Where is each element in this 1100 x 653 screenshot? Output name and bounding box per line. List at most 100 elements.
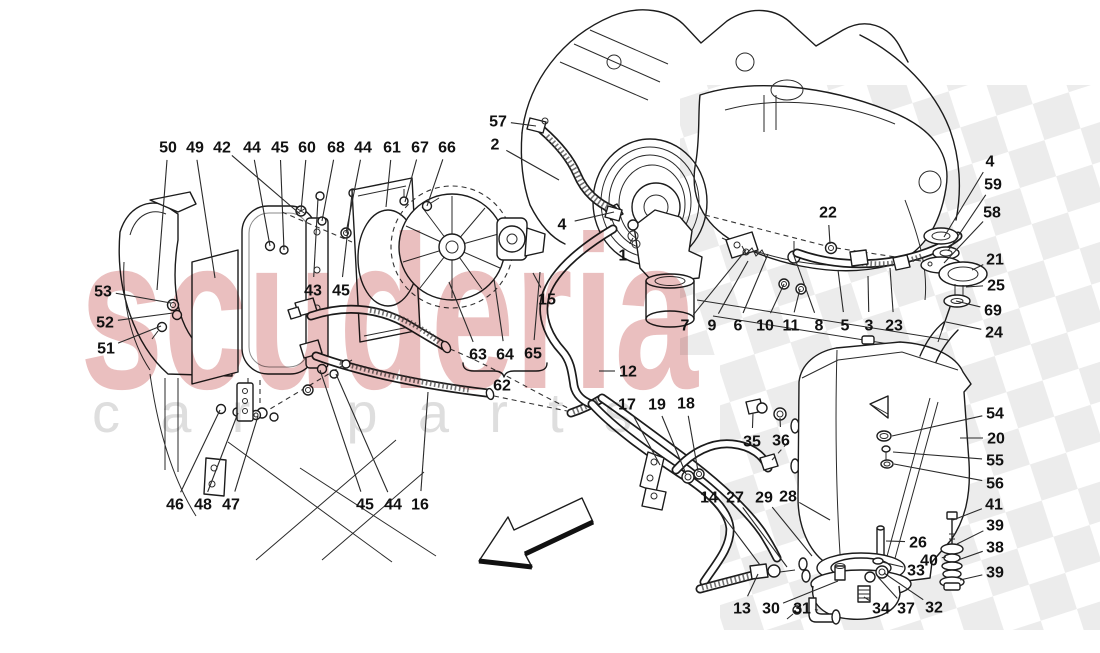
leader-line	[506, 149, 560, 181]
leader-line	[574, 211, 615, 222]
callout-7: 7	[681, 318, 690, 335]
leader-line	[751, 412, 754, 429]
callout-35: 35	[743, 434, 761, 451]
leader-line	[632, 415, 661, 466]
leader-line	[335, 373, 389, 493]
callout-24: 24	[985, 325, 1003, 342]
callout-43: 43	[304, 283, 322, 300]
callout-38: 38	[986, 540, 1004, 557]
callout-54: 54	[986, 406, 1004, 423]
leader-line	[877, 576, 898, 599]
callout-64: 64	[496, 347, 514, 364]
oil-tank	[797, 321, 972, 589]
leader-line	[947, 194, 987, 252]
callout-18: 18	[677, 396, 695, 413]
callout-41: 41	[985, 497, 1003, 514]
oil-pump-assembly	[695, 525, 912, 625]
leader-line	[793, 255, 816, 313]
leader-line	[207, 412, 239, 493]
leader-line	[799, 501, 831, 521]
callout-36: 36	[772, 433, 790, 450]
leader-line	[971, 264, 984, 271]
leader-line	[117, 325, 162, 344]
callout-30: 30	[762, 601, 780, 618]
direction-arrow	[478, 497, 595, 570]
leader-line	[943, 221, 984, 264]
callout-32: 32	[925, 600, 943, 617]
leader-line	[156, 159, 168, 291]
callout-40: 40	[920, 553, 938, 570]
callout-44: 44	[243, 140, 261, 157]
leader-line	[533, 271, 541, 341]
callout-51: 51	[97, 341, 115, 358]
callout-16: 16	[411, 497, 429, 514]
leader-line	[319, 369, 362, 492]
callout-1: 1	[619, 248, 628, 265]
leader-line	[828, 224, 831, 245]
leader-line	[493, 278, 504, 342]
leader-line	[965, 285, 984, 288]
leader-line	[782, 580, 839, 604]
leader-line	[742, 253, 769, 314]
leader-line	[300, 159, 307, 212]
leader-line	[889, 267, 894, 313]
callout-27: 27	[726, 490, 744, 507]
callout-53: 53	[94, 284, 112, 301]
callout-65: 65	[524, 346, 542, 363]
callout-22: 22	[819, 205, 837, 222]
callout-13: 13	[733, 601, 751, 618]
callout-12: 12	[619, 364, 637, 381]
cooler-hoses	[287, 297, 606, 418]
callout-69: 69	[984, 303, 1002, 320]
callout-26: 26	[909, 535, 927, 552]
leader-line	[661, 415, 687, 475]
callout-63: 63	[469, 347, 487, 364]
callout-8: 8	[815, 318, 824, 335]
leader-line	[716, 507, 761, 566]
callout-4: 4	[558, 217, 567, 234]
tank-feed-elbow	[671, 398, 800, 475]
callout-23: 23	[885, 318, 903, 335]
leader-line	[867, 275, 870, 313]
leader-line	[747, 573, 759, 597]
group-62-brace	[462, 362, 548, 378]
callout-50: 50	[159, 140, 177, 157]
leader-line	[385, 159, 392, 208]
callout-28: 28	[779, 489, 797, 506]
callout-2: 2	[491, 137, 500, 154]
oil-filter-assembly	[604, 203, 703, 328]
watermark-title: scuderia	[80, 192, 699, 435]
leader-line	[955, 300, 981, 308]
leader-line	[793, 288, 801, 313]
callout-44: 44	[384, 497, 402, 514]
callout-39: 39	[986, 565, 1004, 582]
leader-line	[956, 530, 984, 545]
callout-68: 68	[327, 140, 345, 157]
leader-line	[313, 197, 319, 278]
callout-52: 52	[96, 315, 114, 332]
leader-line	[196, 159, 216, 279]
callout-44: 44	[354, 140, 372, 157]
callout-57: 57	[489, 114, 507, 131]
leader-line	[420, 391, 429, 492]
callout-17: 17	[618, 397, 636, 414]
callout-60: 60	[298, 140, 316, 157]
leader-line	[945, 321, 982, 330]
lower-fittings-row	[215, 359, 353, 422]
callout-56: 56	[986, 476, 1004, 493]
leader-line	[957, 550, 983, 561]
callout-33: 33	[907, 563, 925, 580]
leader-line	[629, 237, 634, 245]
callout-15: 15	[538, 292, 556, 309]
leader-line	[426, 159, 444, 207]
callout-14: 14	[700, 490, 718, 507]
callout-55: 55	[986, 453, 1004, 470]
callout-21: 21	[986, 252, 1004, 269]
callout-47: 47	[222, 497, 240, 514]
callout-37: 37	[897, 601, 915, 618]
callout-31: 31	[793, 601, 811, 618]
leader-line	[883, 572, 924, 601]
leader-line	[117, 312, 174, 321]
